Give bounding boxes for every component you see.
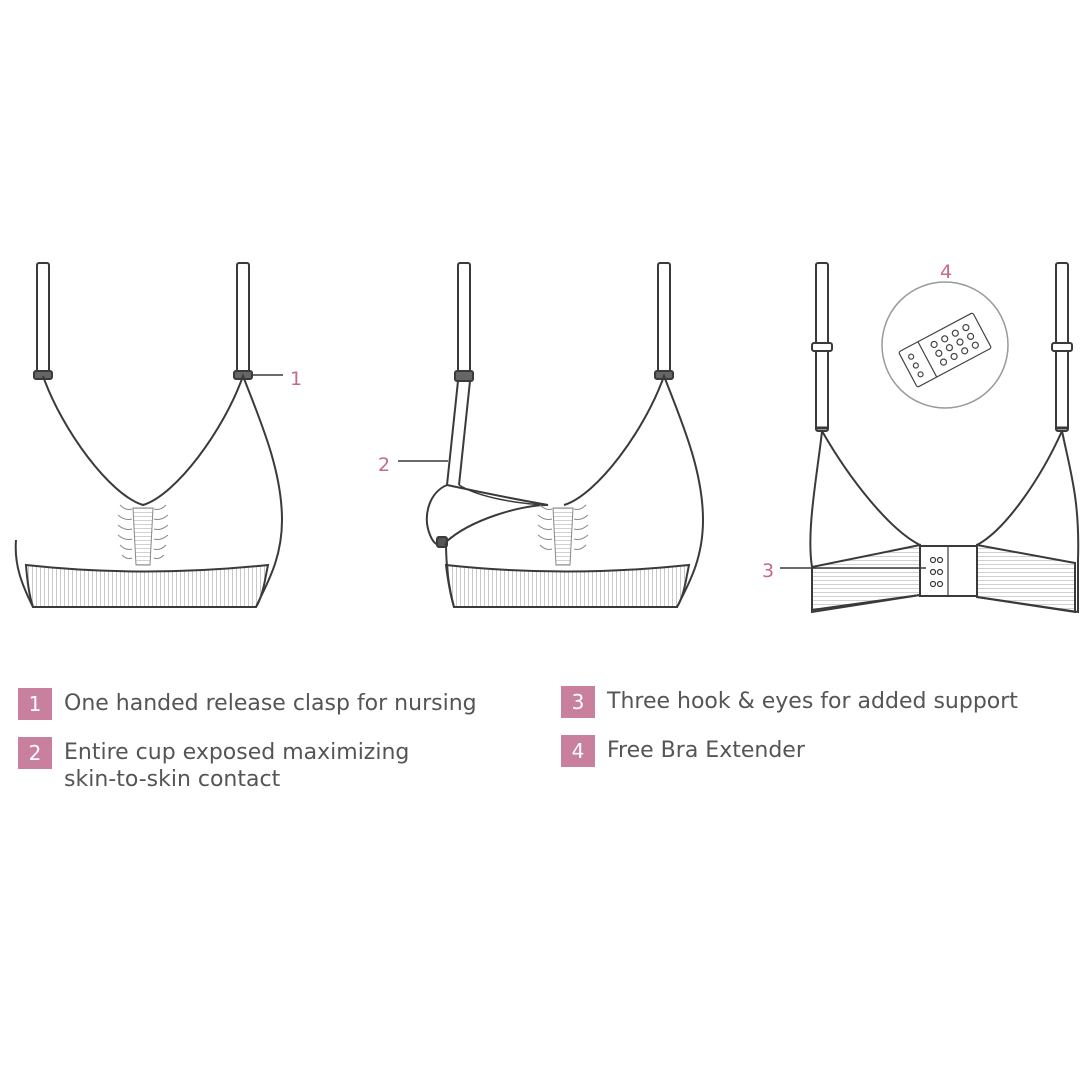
right-strap — [236, 262, 250, 376]
legend-item-1: 1 One handed release clasp for nursing — [18, 688, 477, 720]
folded-cup-flap — [425, 483, 549, 547]
released-strap — [446, 380, 471, 486]
nursing-clasp-left — [33, 370, 53, 380]
bra-back-view — [809, 262, 1080, 614]
back-band — [811, 543, 921, 612]
bra-front-view — [14, 262, 284, 608]
legend-text-1: One handed release clasp for nursing — [64, 691, 477, 716]
underband — [24, 563, 270, 608]
nursing-clasp-open — [454, 370, 474, 382]
legend-text-2: Entire cup exposed maximizing skin-to-sk… — [64, 737, 409, 793]
legend-badge-1: 1 — [18, 688, 52, 720]
strap-slider-left — [811, 342, 833, 352]
back-outline — [809, 430, 1080, 614]
callout-1-number: 1 — [290, 368, 302, 390]
center-gore — [132, 507, 154, 566]
callout-3-number: 3 — [762, 560, 774, 582]
back-band-right — [976, 543, 1076, 614]
callout-2-number: 2 — [378, 454, 390, 476]
legend-text-2-line1: Entire cup exposed maximizing — [64, 740, 410, 765]
bra-cup-released-view — [425, 262, 705, 608]
cup-outline — [14, 373, 284, 608]
left-strap-2 — [457, 262, 471, 376]
left-strap — [36, 262, 50, 376]
bra-extender-detail — [881, 281, 1009, 409]
gathering-left — [117, 504, 133, 560]
underband-2 — [444, 563, 691, 608]
legend-badge-4: 4 — [561, 735, 595, 767]
legend-text-3: Three hook & eyes for added support — [607, 689, 1018, 714]
gathering-right — [153, 504, 169, 560]
callout-4-number: 4 — [940, 261, 952, 283]
cup-outline-2 — [445, 373, 705, 608]
strap-slider-right — [1051, 342, 1073, 352]
legend-text-4: Free Bra Extender — [607, 738, 805, 763]
center-gore-2 — [552, 507, 574, 566]
legend-badge-3: 3 — [561, 686, 595, 718]
legend-item-3: 3 Three hook & eyes for added support — [561, 686, 1018, 718]
hook-eyes — [929, 556, 944, 588]
legend-text-2-line2: skin-to-skin contact — [64, 767, 281, 792]
legend-badge-2: 2 — [18, 737, 52, 769]
legend-item-4: 4 Free Bra Extender — [561, 735, 805, 767]
right-strap-2 — [657, 262, 671, 376]
legend-item-2: 2 Entire cup exposed maximizing skin-to-… — [18, 737, 409, 793]
